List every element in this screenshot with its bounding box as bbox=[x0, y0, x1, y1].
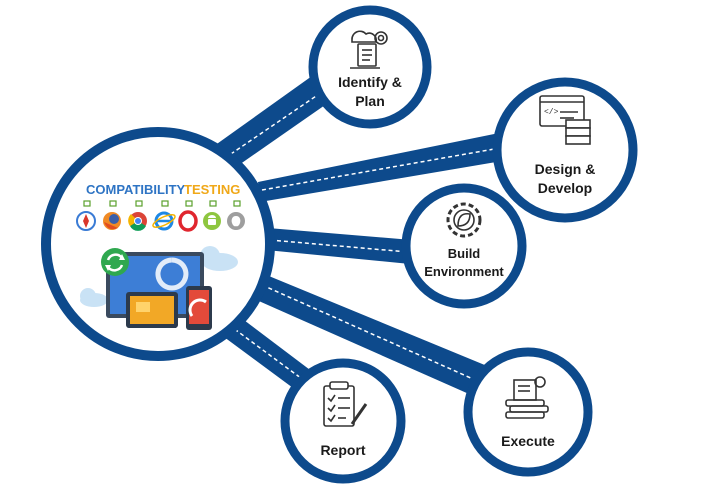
ie-icon bbox=[152, 211, 176, 231]
step-design-line2: Develop bbox=[538, 180, 592, 196]
safari-icon bbox=[76, 211, 96, 231]
leaf-gear-icon bbox=[446, 202, 482, 238]
step-build-line1: Build bbox=[448, 246, 481, 261]
chrome-icon bbox=[128, 212, 147, 231]
books-gear-icon bbox=[505, 376, 549, 419]
android-icon bbox=[203, 212, 221, 230]
hub-title-testing: TESTING bbox=[184, 182, 240, 197]
sync-icon bbox=[101, 248, 129, 276]
devices-illustration bbox=[80, 246, 238, 330]
step-execute: Execute bbox=[463, 347, 593, 477]
step-identify-line1: Identify & bbox=[338, 74, 402, 90]
step-report-label: Report bbox=[320, 442, 365, 458]
step-identify: Identify & Plan bbox=[308, 5, 432, 129]
check-marks bbox=[83, 200, 241, 207]
step-report: Report bbox=[280, 358, 406, 484]
step-design-line1: Design & bbox=[535, 161, 596, 177]
step-build: Build Environment bbox=[401, 183, 527, 309]
connector-design bbox=[258, 132, 508, 202]
step-identify-line2: Plan bbox=[355, 93, 385, 109]
code-server-icon: </> bbox=[539, 95, 591, 145]
hub: COMPATIBILITY TESTING bbox=[41, 127, 275, 361]
step-execute-label: Execute bbox=[501, 433, 555, 449]
svg-text:</>: </> bbox=[544, 108, 559, 117]
connector-build bbox=[266, 228, 412, 264]
firefox-icon bbox=[103, 212, 121, 230]
hub-title-compatibility: COMPATIBILITY bbox=[86, 182, 186, 197]
browser-icons bbox=[76, 210, 245, 232]
connectors bbox=[214, 66, 508, 402]
step-build-line2: Environment bbox=[424, 264, 504, 279]
checklist-pen-icon bbox=[323, 381, 368, 427]
planning-gear-icon bbox=[350, 30, 388, 69]
opera-icon bbox=[178, 210, 198, 232]
step-design: </> Design & Develop bbox=[492, 77, 638, 223]
connector-execute bbox=[252, 274, 492, 398]
connector-identify bbox=[214, 66, 338, 174]
apple-icon bbox=[227, 212, 245, 230]
